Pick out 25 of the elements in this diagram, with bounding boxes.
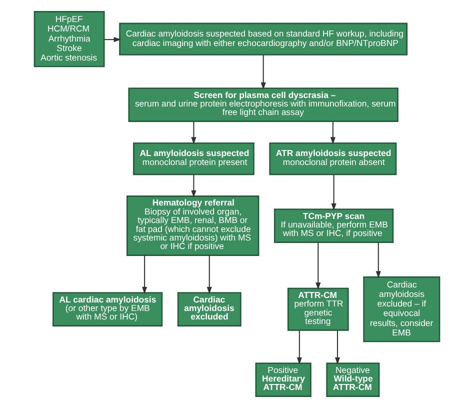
node-box: AL amyloidosis suspected monoclonal protein present xyxy=(133,142,254,176)
node-box: Hematology referral Biopsy of involved organ, typically EMB, renal, BMB or fat pad (which cannot exclude systemic amyloidosis) with MS or IHC if positive xyxy=(126,196,260,256)
arrow xyxy=(206,255,212,294)
arrow xyxy=(260,55,266,90)
node-box: ATTR-CM perform TTR genetic testing xyxy=(287,288,349,331)
node-box: Cardiac amyloidosis excluded – if equivocal results, consider EMB xyxy=(363,276,440,342)
arrow xyxy=(331,174,336,211)
arrow xyxy=(334,330,340,365)
arrow xyxy=(104,36,122,42)
arrow xyxy=(316,242,321,290)
node-box: AL cardiac amyloidosis (or other type by EMB with MS or IHC) xyxy=(52,292,163,326)
arrow xyxy=(376,242,381,278)
node-box: Screen for plasma cell dyscrasia – serum and urine protein electrophoresis with immunofixation, serum free light chain assay xyxy=(128,88,398,122)
node-box: Cardiac amyloidosis suspected based on standard HF workup, including cardiac imaging with either echocardiography and/or BNP/NTproBNP xyxy=(119,22,408,56)
arrow xyxy=(296,330,302,365)
node-box: ATR amyloidosis suspected monoclonal protein absent xyxy=(269,142,397,176)
node-box: Cardiac amyloidosis excluded xyxy=(177,292,242,326)
arrow xyxy=(191,174,196,198)
node-box: Positive Hereditary ATTR-CM xyxy=(255,362,312,397)
arrow xyxy=(330,122,336,144)
node-box: Negative Wild-type ATTR-CM xyxy=(326,362,380,397)
arrow xyxy=(142,255,148,294)
arrow xyxy=(191,122,196,144)
node-box: HFpEF HCM/RCM Arrhythmia Stroke Aortic stenosis xyxy=(34,11,105,68)
node-box: TCm-PYP scan If unavailable, perform EMB with MS or IHC, if positive xyxy=(274,208,394,243)
